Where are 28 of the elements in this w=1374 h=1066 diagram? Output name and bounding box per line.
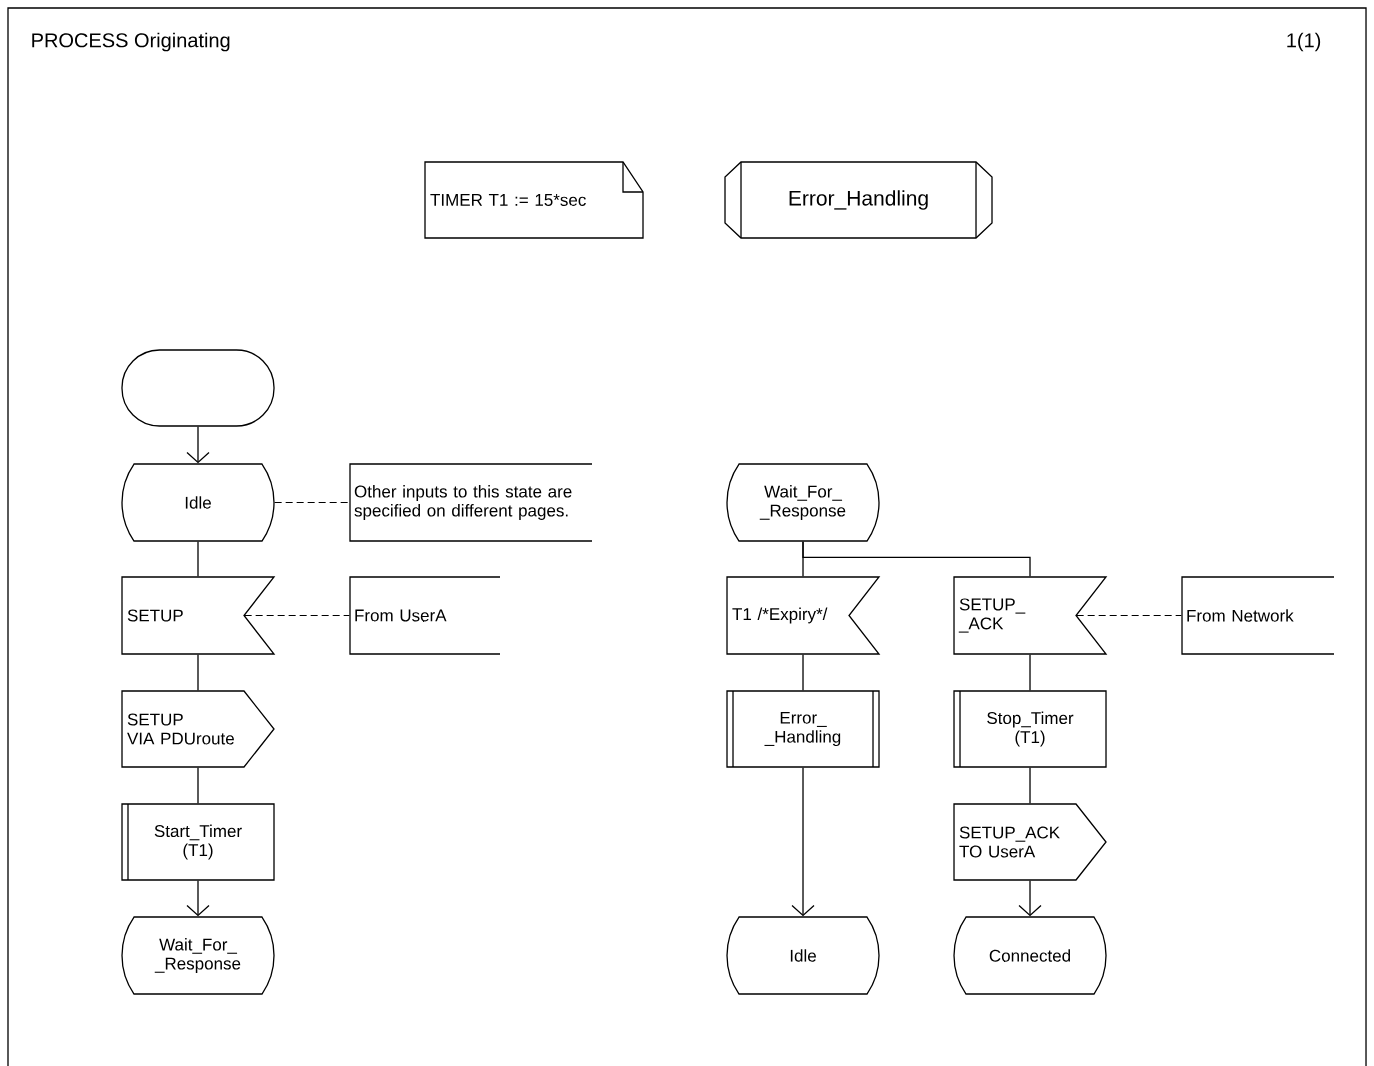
comment-box: From Network [1181,576,1335,655]
flow-line [197,541,199,577]
flow-line [802,654,804,691]
title: PROCESS Originating [32,32,230,52]
flow-line [802,541,1031,577]
start-symbol [121,349,275,427]
flow-line [197,767,199,804]
procedure-call: Stop_Timer (T1) [953,690,1107,768]
arrow [791,767,815,917]
flow-line [1029,767,1031,804]
arrow [186,880,210,917]
procedure-reference: Error_Handling [724,161,993,239]
dashed-connector [274,501,350,504]
comment-box: From UserA [349,576,501,655]
output-signal: SETUP VIA PDUroute [121,690,275,768]
comment-box: Other inputs to this state are specified on different pages. [349,463,593,542]
flow-line [197,654,199,691]
flow-line [1029,654,1031,691]
input-signal: T1 /*Expiry*/ [726,576,881,655]
arrow [186,426,210,464]
output-signal: SETUP_ACK TO UserA [953,803,1107,881]
macro-call: Error_ _Handling [726,690,880,768]
text-note: TIMER T1 := 15*sec [424,161,644,239]
procedure-call: Start_Timer (T1) [121,803,275,881]
page-number: 1(1) [1287,32,1321,52]
arrow [1018,880,1042,917]
input-signal: SETUP_ _ACK [953,576,1108,655]
input-signal: SETUP [121,576,276,655]
